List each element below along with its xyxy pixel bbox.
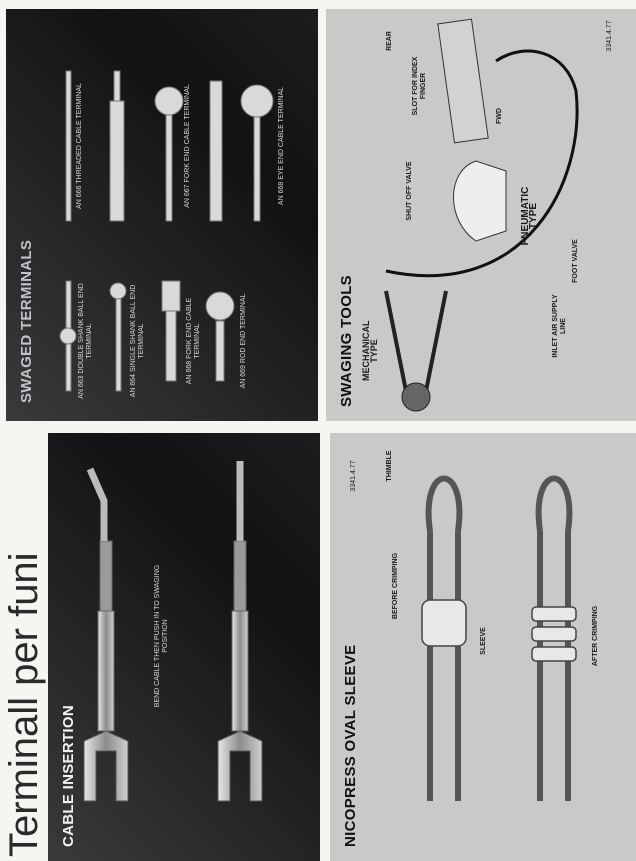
mechanical-type-label: MECHANICAL TYPE bbox=[362, 321, 378, 381]
before-crimping-label: BEFORE CRIMPING bbox=[392, 541, 400, 631]
nicopress-code: 3341.4.77 bbox=[350, 451, 358, 501]
swaged-terminals-panel: SWAGED TERMINALS AN 663 DOUBLE SHANK BAL… bbox=[6, 9, 318, 421]
fork-terminal-upper bbox=[84, 469, 128, 801]
terminal-label-3: AN 668 FORK END CABLE TERMINAL bbox=[186, 281, 202, 401]
terminal-label-6: AN 667 FORK END CABLE TERMINAL bbox=[184, 71, 192, 221]
sleeve-label: SLEEVE bbox=[480, 611, 488, 671]
after-crimping-label: AFTER CRIMPING bbox=[592, 591, 600, 681]
inlet-air-label: INLET AIR SUPPLY LINE bbox=[552, 291, 568, 361]
swaging-tools-panel: SWAGING TOOLS MECHANICAL TYPE PNEUMATIC … bbox=[326, 9, 636, 421]
terminal-label-7: AN 668 EYE END CABLE TERMINAL bbox=[278, 71, 286, 221]
terminal-label-2: AN 664 SINGLE SHANK BALL END TERMINAL bbox=[130, 281, 146, 401]
cable-insertion-panel: CABLE INSERTION BEND CABLE TH bbox=[48, 433, 320, 861]
nicopress-panel: NICOPRESS OVAL SLEEVE THIMBLE BEFORE CRI… bbox=[330, 433, 636, 861]
cable-insertion-note: BEND CABLE THEN PUSH IN TO SWAGING POSIT… bbox=[154, 561, 170, 711]
terminal-label-1: AN 663 DOUBLE SHANK BALL END TERMINAL bbox=[78, 281, 94, 401]
tools-code: 3341.4.77 bbox=[606, 11, 614, 61]
shutoff-valve-label: SHUT OFF VALVE bbox=[406, 161, 414, 221]
swaged-terminals-illustration bbox=[6, 9, 318, 421]
slot-label: SLOT FOR INDEX FINGER bbox=[412, 51, 428, 121]
foot-valve-label: FOOT VALVE bbox=[572, 231, 580, 291]
fork-terminal-lower bbox=[218, 461, 262, 801]
thimble-label: THIMBLE bbox=[386, 441, 394, 491]
terminal-label-4: AN 669 ROD END TERMINAL bbox=[240, 281, 248, 401]
fork-terminal-illustration bbox=[48, 433, 320, 861]
pneumatic-type-label: PNEUMATIC TYPE bbox=[522, 181, 538, 251]
fwd-label: FWD bbox=[496, 101, 504, 131]
rear-label: REAR bbox=[386, 21, 394, 61]
terminal-label-5: AN 666 THREADED CABLE TERMINAL bbox=[76, 71, 84, 221]
